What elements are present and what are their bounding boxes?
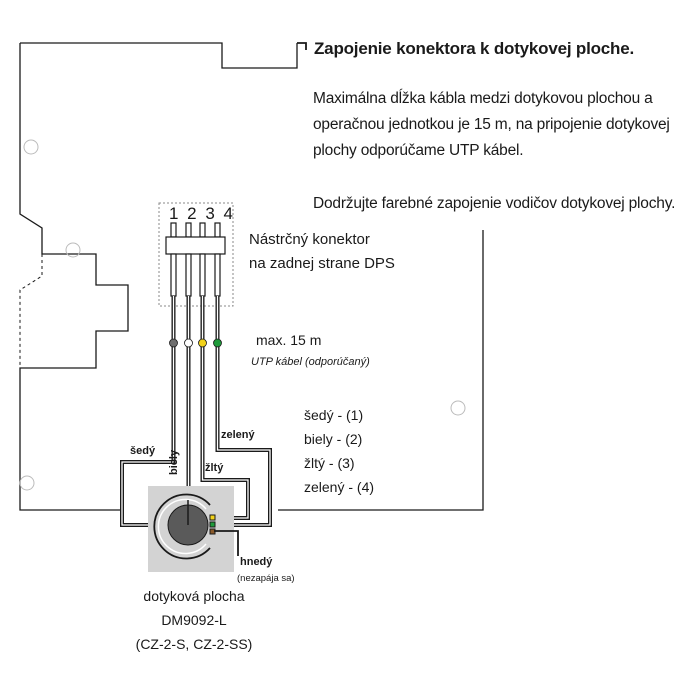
connector-label-line2: na zadnej strane DPS (249, 255, 395, 272)
wire-label-white: biely (168, 449, 180, 475)
mounting-hole (19, 475, 35, 491)
mounting-hole (450, 400, 466, 416)
connector-pins (165, 222, 226, 297)
wire-dot-green (213, 338, 222, 348)
connector-pin-numbers: 1 2 3 4 (169, 204, 235, 223)
pcb-dashed-edge (19, 254, 43, 368)
touchpad-ring (153, 493, 211, 560)
info-line: operačnou jednotkou je 15 m, na pripojen… (313, 116, 670, 133)
info-line: plochy odporúčame UTP kábel. (313, 142, 524, 159)
wire-label-brown: hnedý (240, 556, 273, 568)
legend-item: šedý - (1) (304, 407, 364, 423)
info-line: Maximálna dĺžka kábla medzi dotykovou pl… (313, 90, 653, 107)
legend-item: zelený - (4) (304, 479, 375, 495)
touchpad-variants: (CZ-2-S, CZ-2-SS) (135, 636, 253, 652)
touchpad-ring-inner (157, 498, 207, 555)
page-title: Zapojenie konektora k dotykovej ploche. (314, 39, 635, 58)
touchpad-model: DM9092-L (161, 612, 227, 628)
mounting-hole (65, 242, 81, 258)
wire-brown (214, 530, 239, 556)
wire-label-green: zelený (221, 429, 255, 441)
wire-label-grey: šedý (130, 445, 156, 457)
wiring-note: Dodržujte farebné zapojenie vodičov doty… (313, 195, 676, 212)
legend-item: biely - (2) (304, 431, 363, 447)
wire-dot-grey (169, 338, 178, 348)
wire-dot-white (184, 338, 193, 348)
connector-label: Nástrčný konektor (249, 231, 370, 248)
legend-item: žltý - (3) (304, 455, 355, 471)
wire-label-brown-note: (nezapája sa) (237, 573, 295, 584)
wire-yellow (200, 296, 250, 520)
cable-type: UTP kábel (odporúčaný) (251, 356, 370, 368)
wire-green (212, 296, 272, 527)
wire-dot-yellow (198, 338, 207, 348)
connector-body (165, 236, 226, 255)
mounting-hole (23, 139, 39, 155)
connector-housing (158, 202, 234, 307)
title-bracket (297, 42, 307, 50)
touchpad-caption: dotyková plocha (143, 588, 245, 604)
wire-label-yellow: žltý (205, 462, 224, 474)
wire-grey (120, 296, 176, 527)
cable-max-length: max. 15 m (256, 332, 322, 348)
